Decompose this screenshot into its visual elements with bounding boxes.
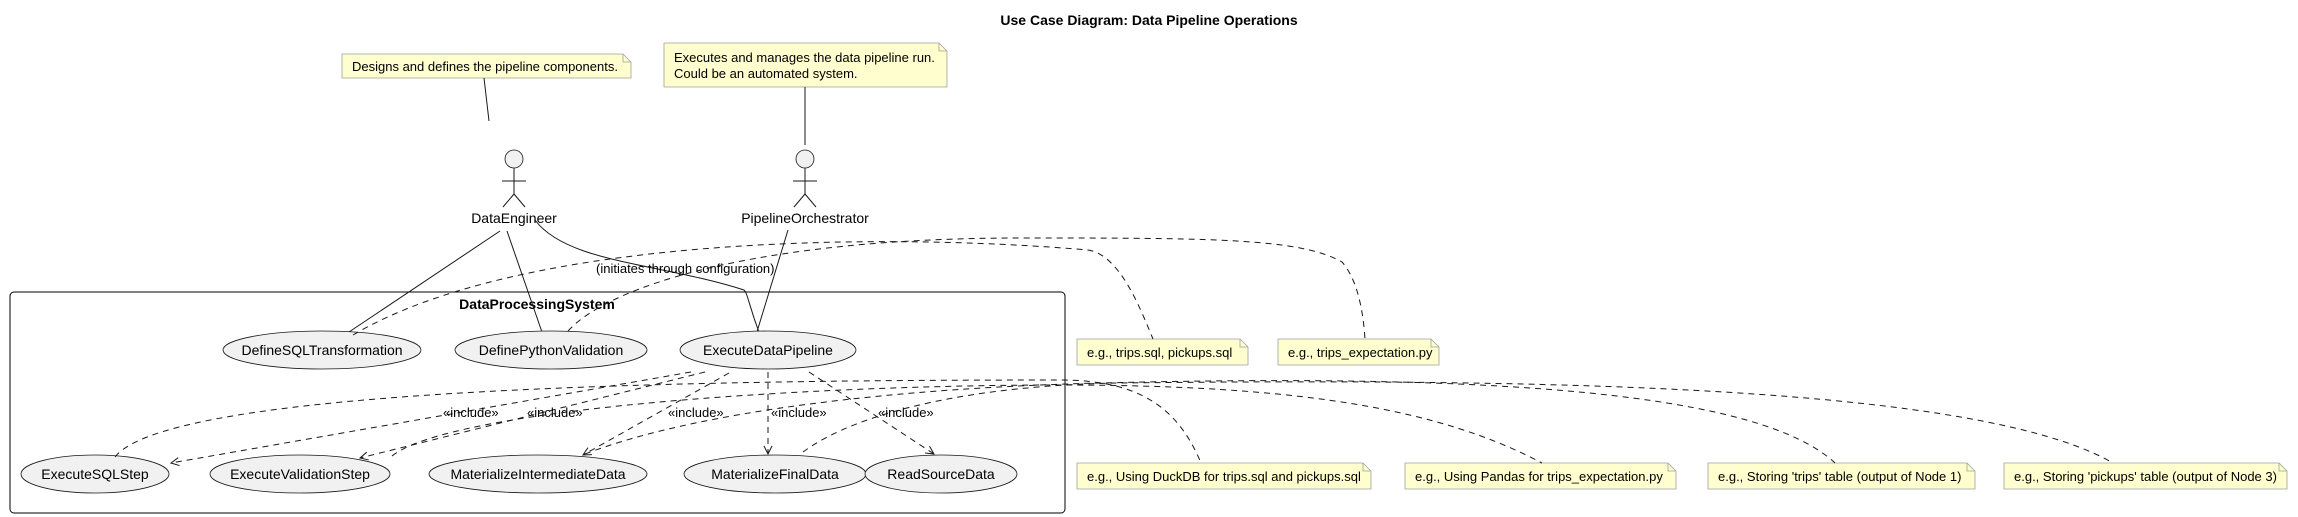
include-label-2: «include» <box>527 405 583 420</box>
example-note-sql-files-text: e.g., trips.sql, pickups.sql <box>1087 345 1232 360</box>
example-note-pickups-table: e.g., Storing 'pickups' table (output of… <box>2003 462 2288 490</box>
pipeline-orchestrator-note-line-2: Could be an automated system. <box>674 66 858 81</box>
usecase-execute-sql-step: ExecuteSQLStep <box>20 454 170 494</box>
diagram-title: Use Case Diagram: Data Pipeline Operatio… <box>1000 12 1297 28</box>
example-note-pickups-table-text: e.g., Storing 'pickups' table (output of… <box>2014 469 2277 484</box>
usecase-execute-data-pipeline: ExecuteDataPipeline <box>679 330 857 370</box>
example-note-duckdb-text: e.g., Using DuckDB for trips.sql and pic… <box>1087 469 1361 484</box>
usecase-materialize-final-data-label: MaterializeFinalData <box>711 466 839 482</box>
usecase-define-python-validation-label: DefinePythonValidation <box>479 342 624 358</box>
data-engineer-label: DataEngineer <box>471 210 557 226</box>
usecase-materialize-final-data: MaterializeFinalData <box>683 454 867 494</box>
example-note-pandas-text: e.g., Using Pandas for trips_expectation… <box>1415 469 1663 484</box>
usecase-materialize-intermediate-data: MaterializeIntermediateData <box>428 454 648 494</box>
usecase-define-sql-transformation: DefineSQLTransformation <box>222 330 422 370</box>
example-note-trips-table: e.g., Storing 'trips' table (output of N… <box>1707 462 1976 490</box>
usecase-read-source-data: ReadSourceData <box>864 454 1018 494</box>
data-engineer-note-text: Designs and defines the pipeline compone… <box>352 59 618 74</box>
example-note-duckdb: e.g., Using DuckDB for trips.sql and pic… <box>1076 462 1372 490</box>
system-boundary-title: DataProcessingSystem <box>459 296 615 312</box>
data-engineer-note: Designs and defines the pipeline compone… <box>341 53 632 122</box>
pipeline-orchestrator-actor: PipelineOrchestrator <box>741 149 869 226</box>
pipeline-orchestrator-note-line-1: Executes and manages the data pipeline r… <box>674 50 935 65</box>
usecase-define-sql-transformation-label: DefineSQLTransformation <box>241 342 402 358</box>
data-processing-system-boundary: DataProcessingSystem <box>9 291 1066 514</box>
example-note-expectation-file: e.g., trips_expectation.py <box>1277 338 1440 366</box>
usecase-execute-data-pipeline-label: ExecuteDataPipeline <box>703 342 833 358</box>
example-note-sql-files: e.g., trips.sql, pickups.sql <box>1076 338 1249 366</box>
pipeline-orchestrator-note: Executes and manages the data pipeline r… <box>663 42 948 145</box>
note-connectors <box>114 237 2114 464</box>
usecase-read-source-data-label: ReadSourceData <box>887 466 995 482</box>
include-label-4: «include» <box>771 405 827 420</box>
usecase-define-python-validation: DefinePythonValidation <box>454 330 648 370</box>
example-note-trips-table-text: e.g., Storing 'trips' table (output of N… <box>1718 469 1961 484</box>
usecase-materialize-intermediate-data-label: MaterializeIntermediateData <box>450 466 625 482</box>
include-label-3: «include» <box>668 405 724 420</box>
example-note-pandas: e.g., Using Pandas for trips_expectation… <box>1404 462 1677 490</box>
usecase-execute-validation-step-label: ExecuteValidationStep <box>230 466 370 482</box>
usecase-execute-sql-step-label: ExecuteSQLStep <box>41 466 149 482</box>
initiates-label: (initiates through configuration) <box>596 261 775 276</box>
actor-association-lines: (initiates through configuration) <box>342 219 789 337</box>
usecase-execute-validation-step: ExecuteValidationStep <box>209 454 391 494</box>
data-engineer-actor: DataEngineer <box>471 149 557 226</box>
include-label-5: «include» <box>878 405 934 420</box>
pipeline-orchestrator-label: PipelineOrchestrator <box>741 210 869 226</box>
include-relationships: «include» «include» «include» «include» … <box>171 371 934 463</box>
include-label-1: «include» <box>443 405 499 420</box>
example-note-expectation-file-text: e.g., trips_expectation.py <box>1288 345 1433 360</box>
